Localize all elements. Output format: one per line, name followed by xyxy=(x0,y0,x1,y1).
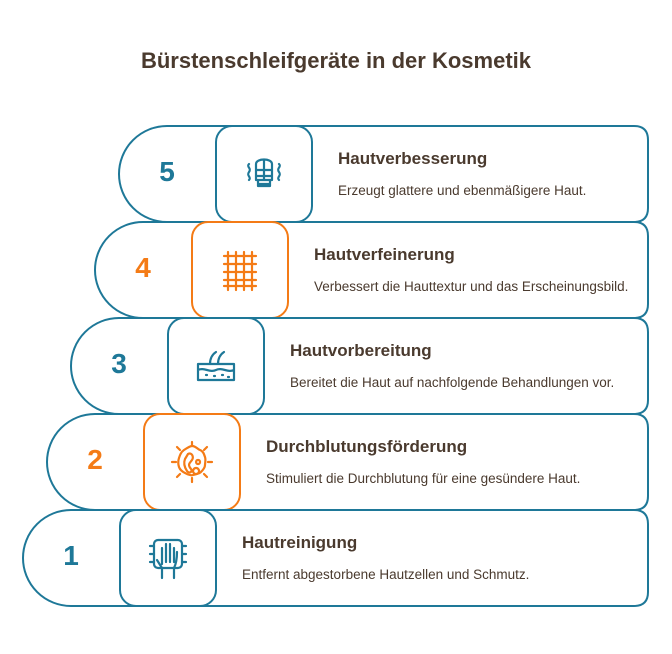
step-outline xyxy=(46,413,649,511)
skin-layer-icon xyxy=(196,350,236,382)
step-title: Hautvorbereitung xyxy=(290,341,432,360)
step-title: Hautreinigung xyxy=(242,533,358,552)
step-number: 4 xyxy=(135,252,151,283)
hand-scan-icon xyxy=(148,538,188,580)
step-outline xyxy=(22,509,649,607)
step-description: Stimuliert die Durchblutung für eine ges… xyxy=(266,471,581,486)
step-outline xyxy=(94,221,649,319)
step-number: 3 xyxy=(111,348,127,379)
mesh-grid-icon xyxy=(222,250,258,292)
glove-icon xyxy=(247,158,281,188)
step-title: Hautverbesserung xyxy=(338,149,488,168)
page-title: Bürstenschleifgeräte in der Kosmetik xyxy=(140,48,531,73)
cell-icon xyxy=(170,440,214,484)
step-outline xyxy=(70,317,649,415)
step-description: Erzeugt glattere und ebenmäßigere Haut. xyxy=(338,183,587,198)
step-description: Verbessert die Hauttextur und das Ersche… xyxy=(314,279,629,294)
step-description: Bereitet die Haut auf nachfolgende Behan… xyxy=(290,375,615,390)
step-title: Durchblutungsförderung xyxy=(266,437,468,456)
step-number: 2 xyxy=(87,444,103,475)
step-number: 1 xyxy=(63,540,79,571)
step-description: Entfernt abgestorbene Hautzellen und Sch… xyxy=(242,567,530,582)
step-number: 5 xyxy=(159,156,175,187)
step-outline xyxy=(118,125,649,223)
icon-column xyxy=(119,509,217,607)
step-title: Hautverfeinerung xyxy=(314,245,455,264)
